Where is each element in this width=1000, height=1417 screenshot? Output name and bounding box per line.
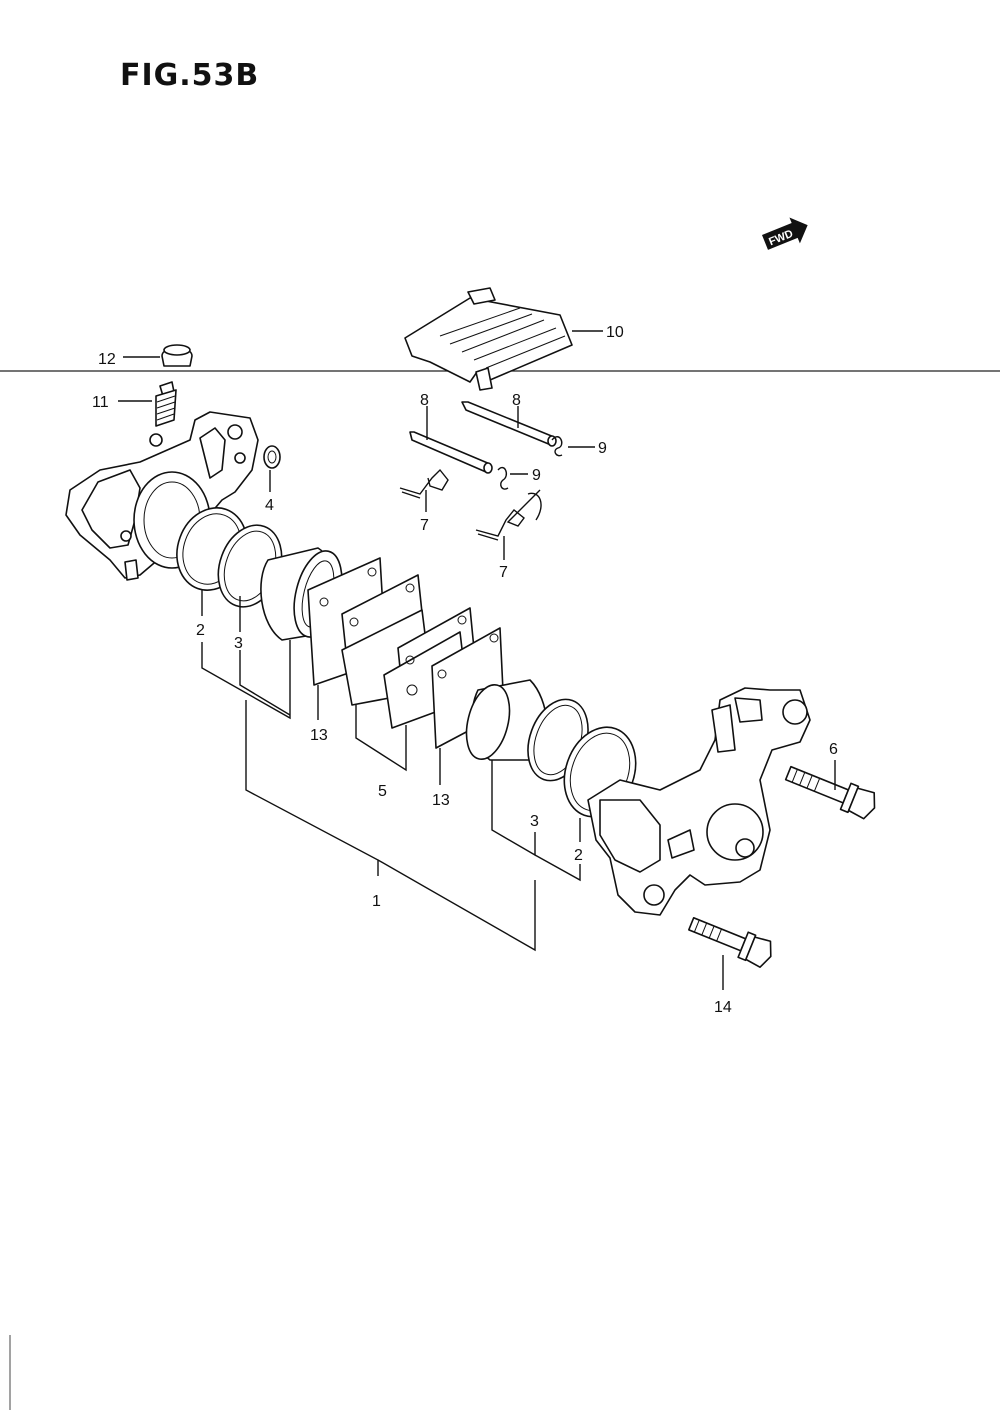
bleeder-valve-part [155, 381, 177, 427]
callout-9-left: 9 [532, 467, 541, 484]
piston-right [465, 679, 549, 761]
callout-5: 5 [378, 783, 387, 800]
callout-9-right: 9 [598, 440, 607, 457]
caliper-left-half [65, 411, 259, 581]
callout-1: 1 [372, 893, 381, 910]
callout-7-right: 7 [499, 564, 508, 581]
callout-13-left: 13 [310, 727, 328, 744]
callout-8-left: 8 [420, 392, 429, 409]
callout-3-left: 3 [234, 635, 243, 652]
callout-14: 14 [714, 999, 732, 1016]
callout-10: 10 [606, 324, 624, 341]
figure-title: FIG.53B [120, 58, 260, 93]
pad-cover-part [404, 287, 573, 391]
callout-4: 4 [265, 497, 274, 514]
pin-clip-left [497, 466, 509, 490]
callout-13-right: 13 [432, 792, 450, 809]
callout-12: 12 [98, 351, 116, 368]
callout-2-left: 2 [196, 622, 205, 639]
pin-clip-right [551, 436, 563, 457]
pad-spring-right [475, 489, 542, 541]
pad-pin-lower [409, 431, 493, 474]
callout-7-left: 7 [420, 517, 429, 534]
pad-spring-left [399, 468, 449, 499]
callout-8-right: 8 [512, 392, 521, 409]
callout-11: 11 [92, 394, 109, 411]
caliper-bolt-lower [688, 916, 772, 969]
washer-part [263, 445, 281, 469]
caliper-right-half [587, 687, 811, 916]
fwd-arrow-icon: FWD [762, 217, 808, 250]
callout-6: 6 [829, 741, 838, 758]
callout-3-right: 3 [530, 813, 539, 830]
bleeder-cap-part [161, 344, 193, 367]
pad-pin-upper [461, 401, 557, 447]
callout-2-right: 2 [574, 847, 583, 864]
caliper-bolt-upper [784, 765, 876, 820]
fwd-badge-label: FWD [767, 228, 795, 249]
